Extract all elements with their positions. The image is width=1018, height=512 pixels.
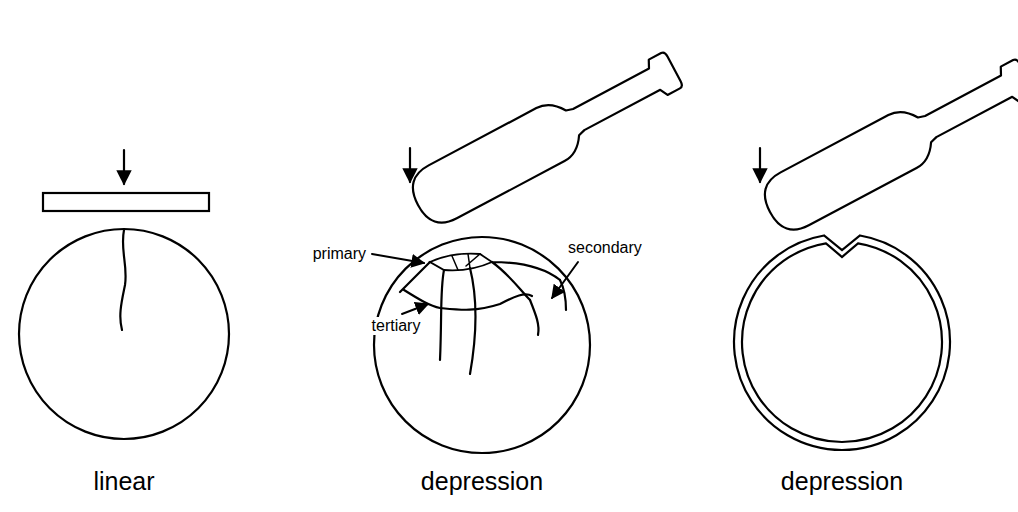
force-arrow (123, 150, 125, 184)
panel-caption: linear (91, 468, 156, 496)
skull-outer-table (734, 236, 950, 450)
leader-arrow (372, 254, 424, 263)
primary-fracture (452, 254, 480, 270)
part-label: secondary (566, 239, 644, 257)
linear-fracture (120, 230, 125, 330)
hammer (404, 42, 688, 231)
leader-arrow (552, 262, 578, 298)
force-arrow (409, 148, 411, 182)
leader-arrow (402, 304, 428, 314)
depressed-fragment (430, 254, 492, 271)
secondary-fracture (530, 280, 566, 335)
force-arrow (759, 148, 761, 182)
skull-outline (19, 229, 229, 439)
part-label: primary (311, 245, 368, 263)
part-label: tertiary (370, 317, 423, 335)
skull-inner-table (742, 243, 942, 442)
skull-outline (374, 237, 590, 453)
flat-impactor (43, 193, 209, 211)
panel-caption: depression (419, 468, 545, 496)
hammer (756, 49, 1018, 238)
panel-caption: depression (779, 468, 905, 496)
